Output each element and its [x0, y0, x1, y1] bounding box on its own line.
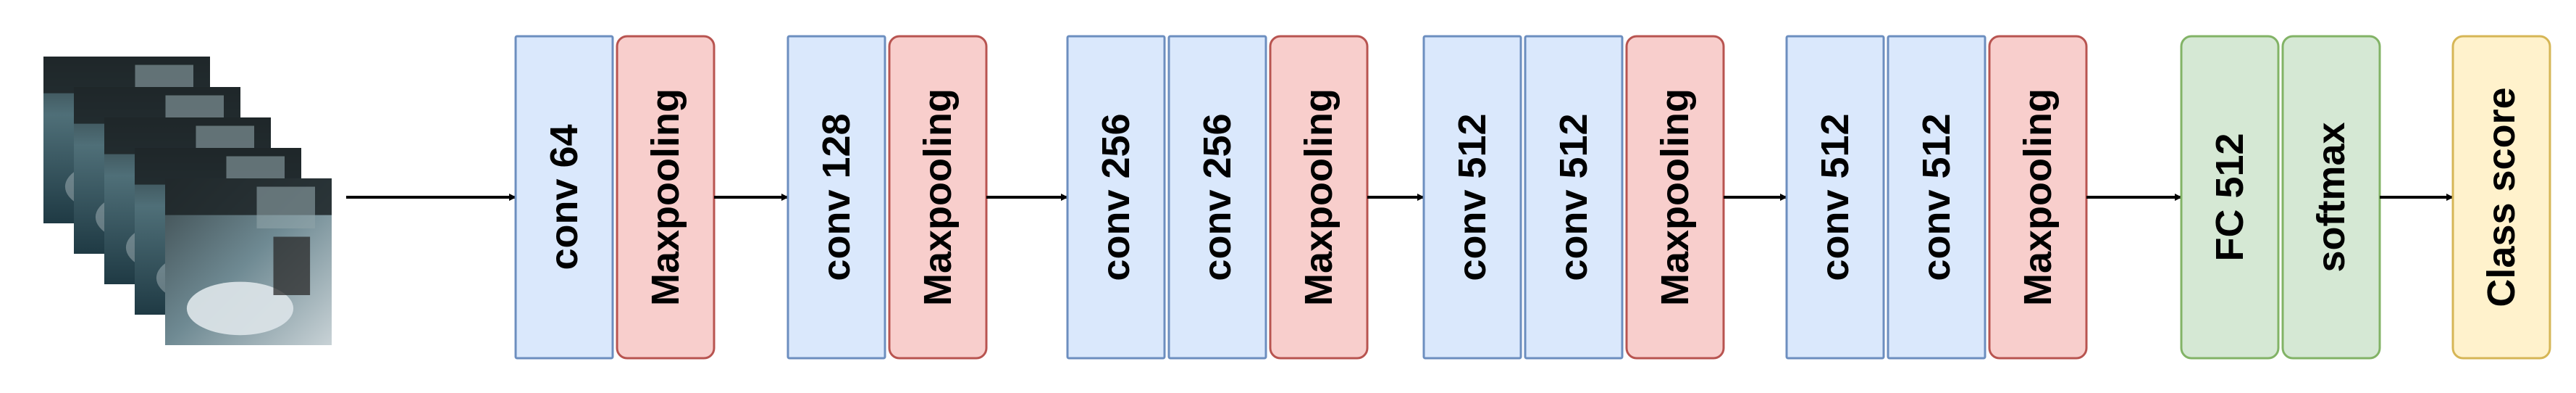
block-3: conv 256 conv 256 Maxpooling	[1066, 35, 1369, 360]
layer-label: Maxpooling	[1297, 88, 1341, 306]
conv-layer: conv 512	[1422, 35, 1522, 360]
layer-label: Maxpooling	[916, 88, 960, 306]
layer-label: conv 256	[1196, 113, 1239, 281]
conv-layer: conv 128	[786, 35, 886, 360]
layer-label: Maxpooling	[2016, 88, 2060, 306]
layer-label: softmax	[2309, 122, 2353, 272]
layer-label: conv 128	[815, 113, 858, 281]
conv-layer: conv 256	[1167, 35, 1267, 360]
block-7: Class score	[2451, 35, 2551, 360]
maxpool-layer: Maxpooling	[888, 35, 988, 360]
conv-layer: conv 512	[1887, 35, 1986, 360]
block-2: conv 128 Maxpooling	[786, 35, 988, 360]
layer-label: conv 512	[1552, 113, 1595, 281]
layer-label: Maxpooling	[1653, 88, 1697, 306]
layer-label: conv 64	[542, 124, 586, 270]
maxpool-layer: Maxpooling	[616, 35, 716, 360]
layer-label: Maxpooling	[644, 88, 687, 306]
layer-label: conv 512	[1915, 113, 1958, 281]
conv-layer: conv 512	[1785, 35, 1885, 360]
input-frame	[165, 178, 332, 345]
input-video-frames	[43, 57, 332, 345]
layer-label: conv 256	[1094, 113, 1138, 281]
block-1: conv 64 Maxpooling	[514, 35, 716, 360]
fc-layer: softmax	[2281, 35, 2381, 360]
layer-label: Class score	[2480, 87, 2523, 307]
block-5: conv 512 conv 512 Maxpooling	[1785, 35, 2088, 360]
layer-label: conv 512	[1813, 113, 1857, 281]
fc-layer: FC 512	[2180, 35, 2280, 360]
block-6: FC 512 softmax	[2180, 35, 2381, 360]
layer-label: conv 512	[1451, 113, 1494, 281]
maxpool-layer: Maxpooling	[1269, 35, 1369, 360]
conv-layer: conv 64	[514, 35, 614, 360]
maxpool-layer: Maxpooling	[1625, 35, 1725, 360]
block-4: conv 512 conv 512 Maxpooling	[1422, 35, 1725, 360]
output-layer: Class score	[2451, 35, 2551, 360]
maxpool-layer: Maxpooling	[1988, 35, 2088, 360]
layer-label: FC 512	[2208, 133, 2252, 261]
conv-layer: conv 512	[1524, 35, 1624, 360]
conv-layer: conv 256	[1066, 35, 1166, 360]
